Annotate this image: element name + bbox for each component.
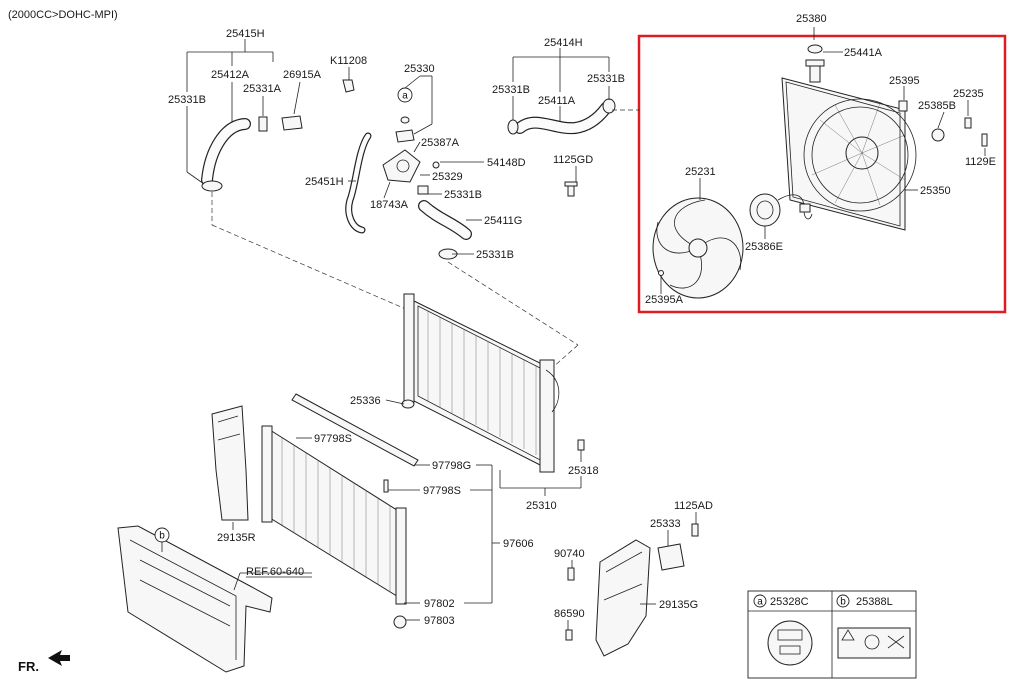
callout-26915A: 26915A — [283, 69, 322, 81]
callout-25414H: 25414H — [544, 37, 583, 49]
callout-29135R: 29135R — [217, 532, 256, 544]
callout-25380: 25380 — [796, 13, 827, 25]
legend-a-part: 25328C — [770, 596, 809, 608]
front-carrier: b — [117, 525, 312, 673]
callout-1125AD: 1125AD — [674, 500, 713, 512]
callout-25451H: 25451H — [305, 176, 344, 188]
callout-25412A: 25412A — [211, 69, 250, 81]
callout-97798S-top: 97798S — [314, 433, 352, 445]
callout-97803: 97803 — [424, 615, 455, 627]
callout-97798G: 97798G — [432, 460, 471, 472]
callout-ref-60-640: REF.60-640 — [246, 566, 304, 578]
assembly-dash-lines — [211, 109, 640, 369]
callout-25318: 25318 — [568, 465, 599, 477]
fan-motor — [749, 193, 813, 227]
callout-25331B-hose-left: 25331B — [492, 84, 530, 96]
front-direction-indicator: FR. — [18, 650, 70, 674]
callout-25395A: 25395A — [645, 294, 684, 306]
callout-25231: 25231 — [685, 166, 716, 178]
bolt-icon — [898, 100, 908, 112]
callout-29135G: 29135G — [659, 599, 698, 611]
air-guard-right — [565, 523, 699, 657]
fr-label: FR. — [18, 659, 39, 674]
callout-25331B-hose-right: 25331B — [587, 73, 625, 85]
resistor-icon — [931, 128, 945, 142]
radiator-leaders — [385, 399, 582, 496]
callout-90740: 90740 — [554, 548, 585, 560]
callout-25235: 25235 — [953, 88, 984, 100]
callout-25386E: 25386E — [745, 241, 783, 253]
fan-blade — [652, 197, 744, 299]
callout-25415H: 25415H — [226, 28, 265, 40]
radiator — [401, 293, 585, 473]
lower-right-leaders — [567, 512, 697, 630]
callout-25331B-mid: 25331B — [444, 189, 482, 201]
front-arrow-icon — [48, 650, 70, 666]
callout-54148D: 54148D — [487, 157, 526, 169]
callout-25331B-left: 25331B — [168, 94, 206, 106]
bracket-icon — [657, 543, 685, 571]
legend-a-letter: a — [757, 597, 763, 608]
callout-86590: 86590 — [554, 608, 585, 620]
legend-table: a 25328C b 25388L — [747, 590, 917, 679]
upper-leaders — [186, 39, 610, 255]
air-guard-left — [211, 405, 249, 530]
marker-a: a — [402, 91, 408, 102]
callout-labels: 25380 25441A 25395 25235 25385B 1129E 25… — [168, 13, 996, 627]
cap-warning-label-icon — [767, 620, 813, 666]
legend-b-part: 25388L — [856, 596, 893, 608]
callout-25329: 25329 — [432, 171, 463, 183]
clip-icon — [342, 79, 355, 93]
callout-97606: 97606 — [503, 538, 534, 550]
callout-25310: 25310 — [526, 500, 557, 512]
clamp-icon — [807, 44, 823, 54]
condenser — [261, 393, 419, 629]
callout-25387A: 25387A — [421, 137, 460, 149]
callout-25336: 25336 — [350, 395, 381, 407]
engine-note: (2000CC>DOHC-MPI) — [8, 9, 118, 21]
callout-K11208: K11208 — [330, 55, 367, 67]
callout-25395: 25395 — [889, 75, 920, 87]
callout-25331B-lower: 25331B — [476, 249, 514, 261]
callout-25330: 25330 — [404, 63, 435, 75]
callout-25350: 25350 — [920, 185, 951, 197]
upper-hose-group: a — [201, 79, 616, 260]
callout-25385B: 25385B — [918, 100, 956, 112]
callout-25411A: 25411A — [538, 95, 576, 107]
callout-1129E: 1129E — [965, 156, 996, 168]
callout-1125GD: 1125GD — [553, 154, 593, 166]
callout-25333: 25333 — [650, 518, 681, 530]
marker-b: b — [159, 531, 165, 542]
legend-b-letter: b — [840, 597, 846, 608]
condenser-leaders — [296, 437, 500, 621]
fan-shroud-assembly — [781, 44, 988, 231]
callout-25441A: 25441A — [844, 47, 883, 59]
callout-97798S-mid: 97798S — [423, 485, 461, 497]
callout-25411G: 25411G — [484, 215, 522, 227]
callout-18743A: 18743A — [370, 199, 409, 211]
fan-assembly-highlight-box — [637, 34, 1007, 314]
fan-warning-label-icon — [837, 627, 911, 659]
fan-leaders — [660, 27, 986, 294]
callout-97802: 97802 — [424, 598, 455, 610]
callout-25331A: 25331A — [243, 83, 282, 95]
